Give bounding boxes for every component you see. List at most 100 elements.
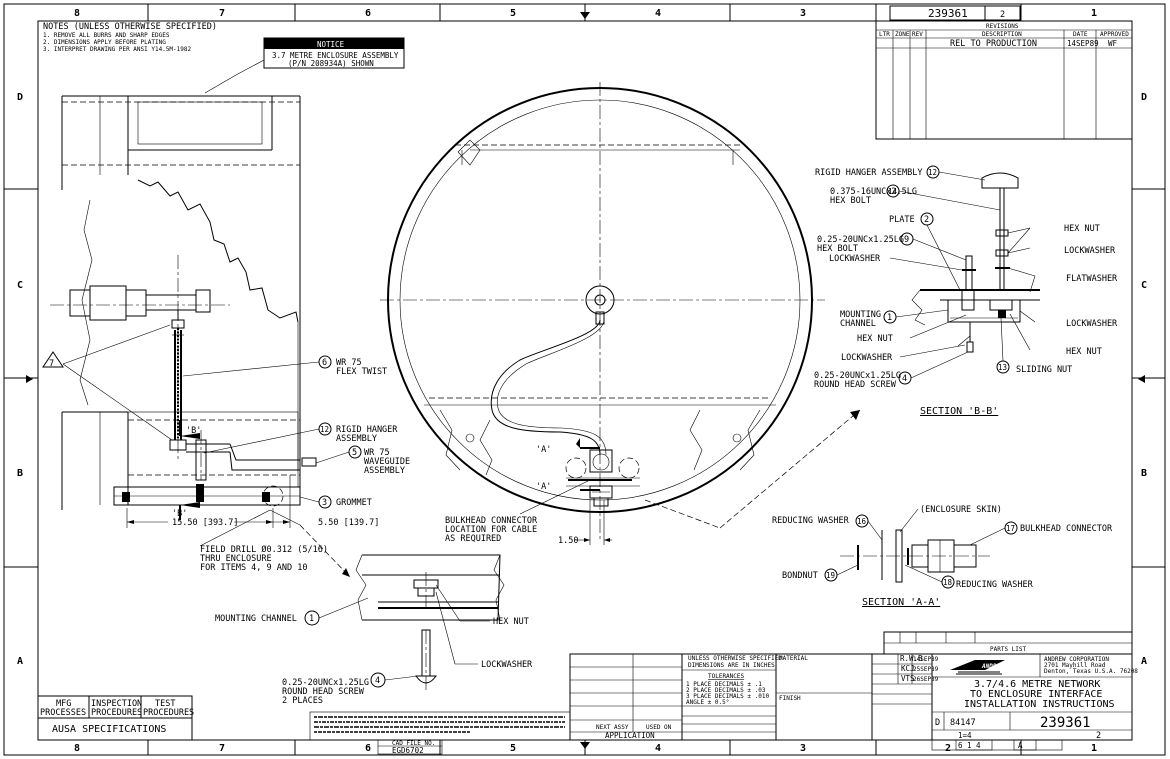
bb-callout-13: 13 bbox=[998, 363, 1007, 372]
specs-block bbox=[37, 695, 193, 741]
zone-left-d: D bbox=[17, 92, 23, 103]
bb-screw-line-2: ROUND HEAD SCREW bbox=[814, 380, 897, 390]
zone-right-c: C bbox=[1141, 280, 1147, 291]
tol-title: TOLERANCES bbox=[708, 673, 745, 680]
zone-bottom-3: 3 bbox=[800, 743, 806, 754]
drawing-number-top: 239361 bbox=[928, 7, 968, 20]
tol-line-2: 2 PLACE DECIMALS ± .03 bbox=[686, 687, 766, 694]
note-2: 2. DIMENSIONS APPLY BEFORE PLATING bbox=[43, 39, 166, 46]
field-drill-line-2: THRU ENCLOSURE bbox=[200, 554, 272, 564]
tol-header-2: DIMENSIONS ARE IN INCHES bbox=[688, 662, 775, 669]
processes-label: PROCESSES bbox=[40, 708, 86, 718]
zone-top-4: 4 bbox=[655, 8, 661, 19]
bb-hexnut-left: HEX NUT bbox=[857, 334, 893, 344]
callout-12-line-1: RIGID HANGER bbox=[336, 425, 398, 435]
drawing-scale: 1=4 bbox=[958, 731, 972, 740]
callout-4-line-1: 0.25-20UNCx1.25LG bbox=[282, 678, 369, 688]
checked-by: KCJ bbox=[901, 664, 915, 673]
callout-3-label: GROMMET bbox=[336, 498, 372, 508]
callout-5-line-2: WAVEGUIDE bbox=[364, 457, 410, 467]
cad-file-box bbox=[377, 739, 443, 755]
aa-bulkhead-connector: BULKHEAD CONNECTOR bbox=[1020, 524, 1113, 534]
zone-right-d: D bbox=[1141, 92, 1147, 103]
aa-callout-16: 16 bbox=[857, 517, 867, 526]
bb-hexnut-right-2: HEX NUT bbox=[1066, 347, 1102, 357]
bb-plate: PLATE bbox=[889, 215, 915, 225]
section-bb-title: SECTION 'B-B' bbox=[920, 406, 998, 417]
zone-bottom-6: 6 bbox=[365, 743, 371, 754]
section-a-label-top: 'A' bbox=[536, 445, 551, 455]
bottom-ident-strip bbox=[931, 739, 1063, 751]
field-drill-line-3: FOR ITEMS 4, 9 AND 10 bbox=[200, 563, 307, 573]
bb-sliding-nut: SLIDING NUT bbox=[1016, 365, 1072, 375]
zone-left-c: C bbox=[17, 280, 23, 291]
callout-12 bbox=[203, 422, 332, 454]
drawing-title-3: INSTALLATION INSTRUCTIONS bbox=[964, 699, 1115, 710]
section-b-markers bbox=[179, 420, 200, 520]
callout-5 bbox=[315, 445, 362, 464]
notice-title: NOTICE bbox=[317, 40, 345, 49]
zone-left-a: A bbox=[17, 656, 23, 667]
notes-title: NOTES (UNLESS OTHERWISE SPECIFIED) bbox=[43, 22, 217, 32]
zone-top-7: 7 bbox=[219, 8, 225, 19]
engineer-by: VTS bbox=[901, 674, 915, 683]
zone-bottom-4: 4 bbox=[655, 743, 661, 754]
dim-1-50: 1.50 bbox=[558, 536, 578, 546]
zone-bottom-7: 7 bbox=[219, 743, 225, 754]
drawing-number-box: 239361 2 bbox=[889, 5, 1021, 21]
aa-bondnut: BONDNUT bbox=[782, 571, 818, 581]
notice-line-1: 3.7 METRE ENCLOSURE ASSEMBLY bbox=[272, 51, 399, 60]
bb-hexnut-right: HEX NUT bbox=[1064, 224, 1100, 234]
note-1: 1. REMOVE ALL BURRS AND SHARP EDGES bbox=[43, 32, 170, 39]
code-ident: 6 1 4 bbox=[958, 741, 981, 750]
callout-5-number: 5 bbox=[352, 448, 357, 458]
bulkhead-location-line-2: LOCATION FOR CABLE bbox=[445, 525, 537, 535]
bb-bolt-line-1: 0.375-16UNCx2.5LG bbox=[830, 187, 917, 197]
inspection-label: INSPECTION bbox=[91, 699, 142, 709]
drawing-size: D bbox=[935, 718, 940, 728]
bb-hexbolt-line-2: HEX BOLT bbox=[817, 244, 858, 254]
finish-label: FINISH bbox=[779, 695, 801, 702]
callout-5-line-3: ASSEMBLY bbox=[364, 466, 405, 476]
drawn-date: 14SEP89 bbox=[913, 656, 939, 663]
revision-letter: A bbox=[1018, 741, 1023, 750]
dim-15-50: 15.50 [393.7] bbox=[172, 518, 239, 528]
revisions-title: REVISIONS bbox=[986, 23, 1019, 30]
mounting-channel-label: MOUNTING CHANNEL bbox=[215, 614, 297, 624]
aa-enclosure-skin: (ENCLOSURE SKIN) bbox=[920, 505, 1002, 515]
andrew-logo: ANDREW bbox=[981, 663, 1005, 670]
section-aa-drawing bbox=[824, 508, 1018, 589]
callout-4-line-2: ROUND HEAD SCREW bbox=[282, 687, 365, 697]
field-drill-line-1: FIELD DRILL Ø0.312 (5/16) bbox=[200, 544, 328, 555]
enclosure-front-view bbox=[380, 82, 861, 545]
bb-lockwasher-right: LOCKWASHER bbox=[1064, 246, 1116, 256]
revisions-block bbox=[875, 20, 1133, 140]
company-line-3: Denton, Texas U.S.A. 76208 bbox=[1044, 668, 1138, 675]
zone-top-6: 6 bbox=[365, 8, 371, 19]
fscm-number: 84147 bbox=[950, 718, 976, 728]
zone-top-1: 1 bbox=[1091, 8, 1097, 19]
rev-date: 14SEP89 bbox=[1067, 39, 1099, 48]
application-label: APPLICATION bbox=[605, 731, 655, 740]
test-label: TEST bbox=[155, 699, 175, 709]
zone-bottom-2: 2 bbox=[945, 743, 951, 754]
dimension-lines bbox=[126, 475, 351, 578]
aa-callout-18: 18 bbox=[943, 578, 953, 587]
zone-bottom-8: 8 bbox=[74, 743, 80, 754]
rev-header-zone: ZONE bbox=[895, 31, 910, 38]
drawing-number-main: 239361 bbox=[1040, 715, 1091, 731]
bb-mounting-1: MOUNTING bbox=[840, 310, 881, 320]
notice-box bbox=[204, 37, 405, 94]
bb-lockwasher-left: LOCKWASHER bbox=[829, 254, 881, 264]
rev-header-description: DESCRIPTION bbox=[982, 31, 1022, 38]
callout-6-line-1: WR 75 bbox=[336, 358, 362, 368]
zone-bottom-1: 1 bbox=[1091, 743, 1097, 754]
drawing-title-2: TO ENCLOSURE INTERFACE bbox=[970, 689, 1102, 700]
callout-6 bbox=[182, 355, 332, 377]
tol-line-3: 3 PLACE DECIMALS ± .010 bbox=[686, 693, 769, 700]
aa-callout-19: 19 bbox=[826, 571, 835, 580]
company-line-1: ANDREW CORPORATION bbox=[1044, 656, 1109, 663]
bb-mounting-2: CHANNEL bbox=[840, 319, 876, 329]
cad-file-value: EGD6702 bbox=[392, 746, 424, 755]
bb-callout-1: 1 bbox=[887, 313, 892, 323]
